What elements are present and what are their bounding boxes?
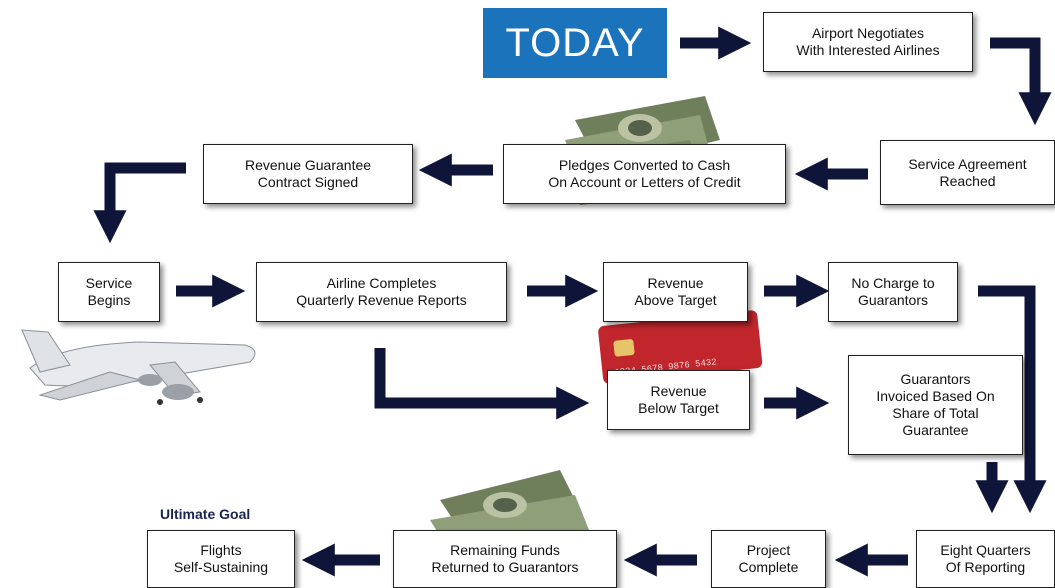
box-text: Flights Self-Sustaining xyxy=(173,542,269,575)
box-no-charge: No Charge to Guarantors xyxy=(828,262,958,322)
arrow-airline-to-below xyxy=(374,348,590,420)
box-text: Guarantors Invoiced Based On Share of To… xyxy=(876,371,995,438)
today-label: TODAY xyxy=(505,20,645,65)
box-text: No Charge to Guarantors xyxy=(851,275,935,308)
box-text: Service Agreement Reached xyxy=(908,155,1027,189)
box-text: Revenue Above Target xyxy=(634,275,717,308)
box-airport-negotiates: Airport Negotiates With Interested Airli… xyxy=(763,12,973,72)
box-text: Eight Quarters Of Reporting xyxy=(940,542,1031,575)
ultimate-goal-label: Ultimate Goal xyxy=(160,506,251,522)
box-text: Project Complete xyxy=(738,542,799,575)
box-service-agreement: Service Agreement Reached xyxy=(880,140,1055,205)
box-remaining-funds: Remaining Funds Returned to Guarantors xyxy=(393,530,617,588)
box-revenue-below: Revenue Below Target xyxy=(607,370,750,430)
box-text: Revenue Guarantee Contract Signed xyxy=(244,157,372,190)
box-airline-completes: Airline Completes Quarterly Revenue Repo… xyxy=(256,262,507,322)
box-service-begins: Service Begins xyxy=(58,262,160,322)
box-text: Remaining Funds Returned to Guarantors xyxy=(431,542,579,575)
box-eight-quarters: Eight Quarters Of Reporting xyxy=(916,530,1055,588)
box-text: Service Begins xyxy=(85,275,133,308)
arrow-nocharge-to-eight xyxy=(978,285,1047,514)
today-badge: TODAY xyxy=(483,8,667,78)
box-flights-self-sustaining: Flights Self-Sustaining xyxy=(147,530,295,588)
box-pledges-converted: Pledges Converted to Cash On Account or … xyxy=(503,144,786,204)
box-revenue-above: Revenue Above Target xyxy=(603,262,748,322)
box-project-complete: Project Complete xyxy=(711,530,826,588)
box-text: Revenue Below Target xyxy=(638,383,719,416)
box-text: Airport Negotiates With Interested Airli… xyxy=(796,25,940,58)
arrow-contract-to-service xyxy=(93,162,186,244)
box-text: Pledges Converted to Cash On Account or … xyxy=(548,157,741,190)
box-text: Airline Completes Quarterly Revenue Repo… xyxy=(296,275,467,308)
arrow-negotiates-to-agreement xyxy=(990,37,1052,126)
airplane-image xyxy=(21,329,256,405)
box-revenue-guarantee: Revenue Guarantee Contract Signed xyxy=(203,144,413,204)
box-guarantors-invoiced: Guarantors Invoiced Based On Share of To… xyxy=(848,355,1023,455)
